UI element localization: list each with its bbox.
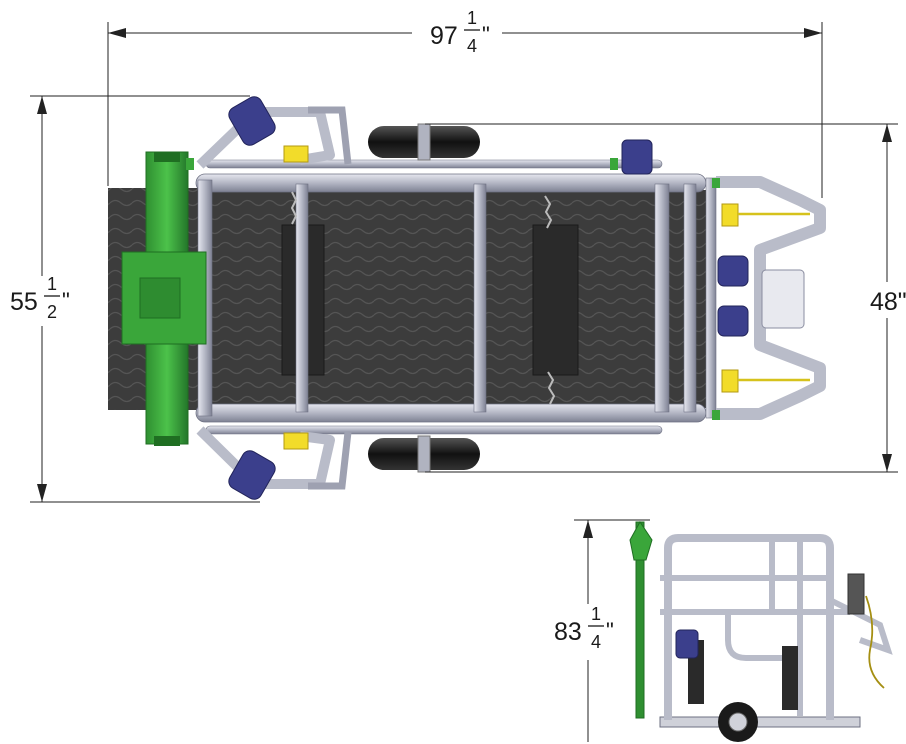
hydraulic-motor-top: [228, 96, 276, 146]
chain-bottom: [547, 371, 556, 405]
frame-crossbar-5: [705, 177, 717, 419]
label-overall-length: 97 1 4 ": [430, 8, 490, 56]
gate-arm-top-rod: [308, 106, 352, 165]
svg-text:1: 1: [467, 8, 477, 28]
side-frame-outline: [664, 534, 834, 720]
svg-text:": ": [62, 288, 70, 313]
top-view: [108, 96, 826, 500]
green-gate-bar-top: [154, 152, 180, 162]
green-bracket-1: [186, 158, 194, 170]
headgate-yoke: [716, 176, 826, 420]
side-deck: [659, 716, 861, 728]
svg-text:55: 55: [10, 288, 38, 316]
gate-arm-bottom-rod: [308, 431, 352, 490]
side-view: [629, 521, 893, 742]
svg-text:97: 97: [430, 22, 458, 50]
side-rail-top: [205, 159, 663, 169]
svg-text:83: 83: [554, 618, 582, 646]
green-gate-bar-bottom: [154, 436, 180, 446]
headgate-valve-body: [761, 269, 805, 329]
label-overall-width: 55 1 2 ": [10, 274, 70, 322]
side-hitch-wire: [865, 595, 885, 689]
side-green-top: [629, 521, 653, 561]
svg-text:4: 4: [591, 632, 601, 652]
dimension-overall-width: [30, 95, 260, 503]
label-inner-width: 48": [870, 288, 906, 316]
side-nose-box: [847, 573, 865, 615]
headgate-spring-top: [721, 203, 739, 227]
green-bracket-4: [712, 410, 720, 420]
green-gate-hub: [139, 277, 181, 319]
svg-text:48": 48": [870, 288, 906, 316]
headgate-spring-bottom: [721, 369, 739, 393]
wheel-bottom-axle: [417, 435, 431, 473]
dimension-overall-height: [574, 519, 650, 742]
side-wheel-hub: [728, 712, 748, 732]
svg-text:": ": [606, 618, 614, 643]
svg-text:4: 4: [467, 36, 477, 56]
label-overall-height: 83 1 4 ": [554, 604, 614, 652]
svg-text:1: 1: [591, 604, 601, 624]
frame-crossbar-2: [473, 183, 487, 413]
frame-crossbar-1: [295, 183, 309, 413]
green-bracket-2: [610, 158, 618, 170]
chain-right: [544, 195, 553, 229]
spring-bottom: [283, 432, 309, 450]
hydraulic-motor-bottom: [228, 450, 276, 500]
spring-top: [283, 145, 309, 163]
svg-text:": ": [482, 22, 490, 47]
green-bracket-3: [712, 178, 720, 188]
front-motor-top: [621, 139, 653, 175]
headgate-motor-top: [717, 255, 749, 287]
side-rail-bottom: [205, 425, 663, 435]
frame-crossbar-4: [683, 183, 697, 413]
frame-crossbar-3: [654, 183, 670, 413]
side-panel-right: [782, 646, 798, 710]
svg-text:1: 1: [47, 274, 57, 294]
frame-rail-bottom: [195, 403, 707, 423]
deck-panel-right: [532, 224, 579, 376]
side-loop: [725, 612, 790, 661]
dimension-overall-length: [107, 22, 823, 198]
chain-left: [290, 191, 298, 225]
wheel-top-axle: [417, 123, 431, 161]
svg-text:2: 2: [47, 302, 57, 322]
headgate-motor-bottom: [717, 305, 749, 337]
side-motor: [675, 629, 699, 659]
frame-rail-top: [195, 173, 707, 193]
dimension-inner-width: [425, 123, 898, 473]
